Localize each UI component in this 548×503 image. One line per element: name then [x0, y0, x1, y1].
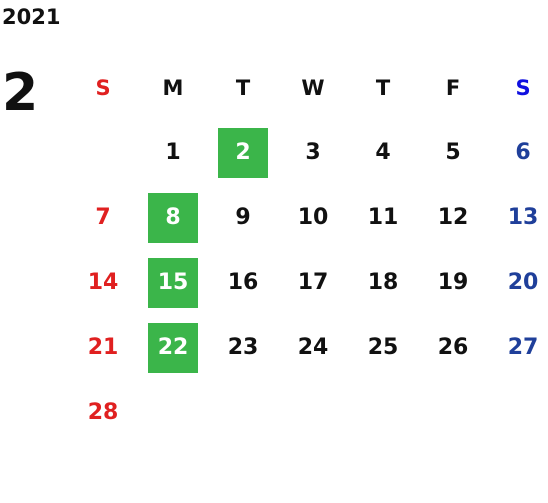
day-number: 21: [87, 335, 119, 360]
day-number: 24: [297, 335, 329, 360]
day-cell[interactable]: 23: [208, 315, 278, 380]
month-number: 2: [2, 63, 39, 123]
day-number: 6: [515, 140, 531, 165]
day-cell[interactable]: 17: [278, 250, 348, 315]
day-cell[interactable]: 4: [348, 120, 418, 185]
weekday-header: T: [235, 75, 251, 100]
day-number: 7: [95, 205, 111, 230]
day-cell[interactable]: 16: [208, 250, 278, 315]
day-number: 10: [297, 205, 329, 230]
day-cell[interactable]: 3: [278, 120, 348, 185]
day-cell[interactable]: 2: [208, 120, 278, 185]
day-number: 28: [87, 400, 119, 425]
day-cell[interactable]: 8: [138, 185, 208, 250]
day-cell[interactable]: 14: [68, 250, 138, 315]
day-number: 20: [507, 270, 539, 295]
day-cell[interactable]: 11: [348, 185, 418, 250]
day-cell[interactable]: 24: [278, 315, 348, 380]
day-cell[interactable]: 12: [418, 185, 488, 250]
day-cell[interactable]: 9: [208, 185, 278, 250]
day-cell[interactable]: 28: [68, 380, 138, 445]
day-number: 25: [367, 335, 399, 360]
day-number: 3: [305, 140, 321, 165]
day-number: 19: [437, 270, 469, 295]
day-number: 5: [445, 140, 461, 165]
weekday-header: S: [95, 75, 111, 100]
weekday-header: S: [515, 75, 531, 100]
highlighted-day: 22: [148, 322, 198, 373]
day-number: 1: [165, 140, 181, 165]
day-number: 13: [507, 205, 539, 230]
day-cell[interactable]: 1: [138, 120, 208, 185]
day-cell[interactable]: 25: [348, 315, 418, 380]
day-number: 18: [367, 270, 399, 295]
day-number: 12: [437, 205, 469, 230]
day-number: 4: [375, 140, 391, 165]
day-cell[interactable]: 18: [348, 250, 418, 315]
day-cell[interactable]: 6: [488, 120, 548, 185]
day-number: 9: [235, 205, 251, 230]
day-number: 27: [507, 335, 539, 360]
weekday-header: W: [301, 75, 325, 100]
day-cell[interactable]: 5: [418, 120, 488, 185]
weekday-header: T: [375, 75, 391, 100]
weekday-header: F: [445, 75, 461, 100]
day-number: 11: [367, 205, 399, 230]
empty-cell: [68, 120, 138, 185]
highlighted-day: 2: [218, 127, 268, 178]
day-number: 17: [297, 270, 329, 295]
day-cell[interactable]: 26: [418, 315, 488, 380]
highlighted-day: 15: [148, 257, 198, 308]
day-cell[interactable]: 15: [138, 250, 208, 315]
day-cell[interactable]: 10: [278, 185, 348, 250]
day-number: 23: [227, 335, 259, 360]
year-label: 2021: [2, 5, 61, 29]
day-cell[interactable]: 22: [138, 315, 208, 380]
weekday-header: M: [162, 75, 184, 100]
day-cell[interactable]: 13: [488, 185, 548, 250]
day-number: 26: [437, 335, 469, 360]
day-number: 16: [227, 270, 259, 295]
day-number: 14: [87, 270, 119, 295]
day-cell[interactable]: 7: [68, 185, 138, 250]
day-cell[interactable]: 20: [488, 250, 548, 315]
day-cell[interactable]: 21: [68, 315, 138, 380]
day-cell[interactable]: 19: [418, 250, 488, 315]
day-cell[interactable]: 27: [488, 315, 548, 380]
highlighted-day: 8: [148, 192, 198, 243]
